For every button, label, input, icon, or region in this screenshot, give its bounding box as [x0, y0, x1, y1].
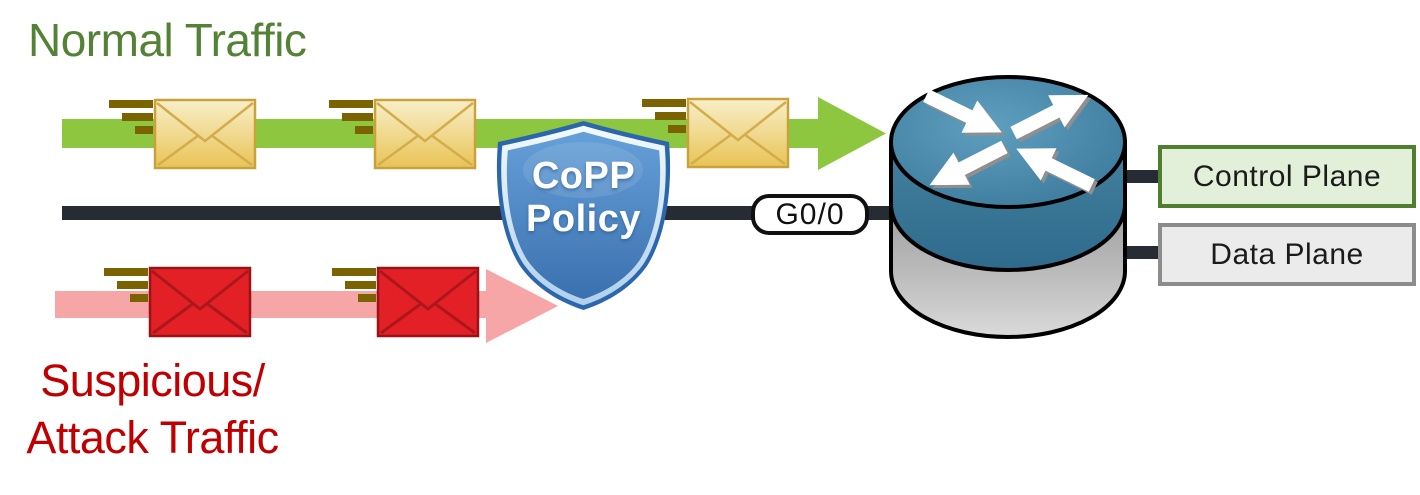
- interface-label: G0/0: [775, 197, 845, 231]
- data-plane-label: Data Plane: [1210, 237, 1364, 271]
- attack-traffic-label: Suspicious/ Attack Traffic: [5, 352, 300, 466]
- copp-label-line2: Policy: [526, 198, 641, 240]
- black-link-line: [62, 206, 892, 220]
- control-plane-connector: [1118, 170, 1162, 183]
- copp-policy-label: CoPP Policy: [493, 155, 674, 241]
- data-plane-connector: [1118, 246, 1162, 259]
- interface-badge: G0/0: [751, 194, 869, 235]
- data-plane-box: Data Plane: [1158, 223, 1416, 286]
- copp-label-line1: CoPP: [531, 155, 636, 197]
- control-plane-label: Control Plane: [1192, 159, 1382, 193]
- normal-traffic-label: Normal Traffic: [28, 14, 307, 66]
- copp-shield-icon: [496, 121, 671, 310]
- pink-arrow: [55, 269, 558, 343]
- attack-label-line1: Suspicious/: [40, 355, 265, 406]
- attack-label-line2: Attack Traffic: [26, 412, 279, 463]
- router-icon: [889, 75, 1127, 339]
- control-plane-box: Control Plane: [1158, 145, 1416, 208]
